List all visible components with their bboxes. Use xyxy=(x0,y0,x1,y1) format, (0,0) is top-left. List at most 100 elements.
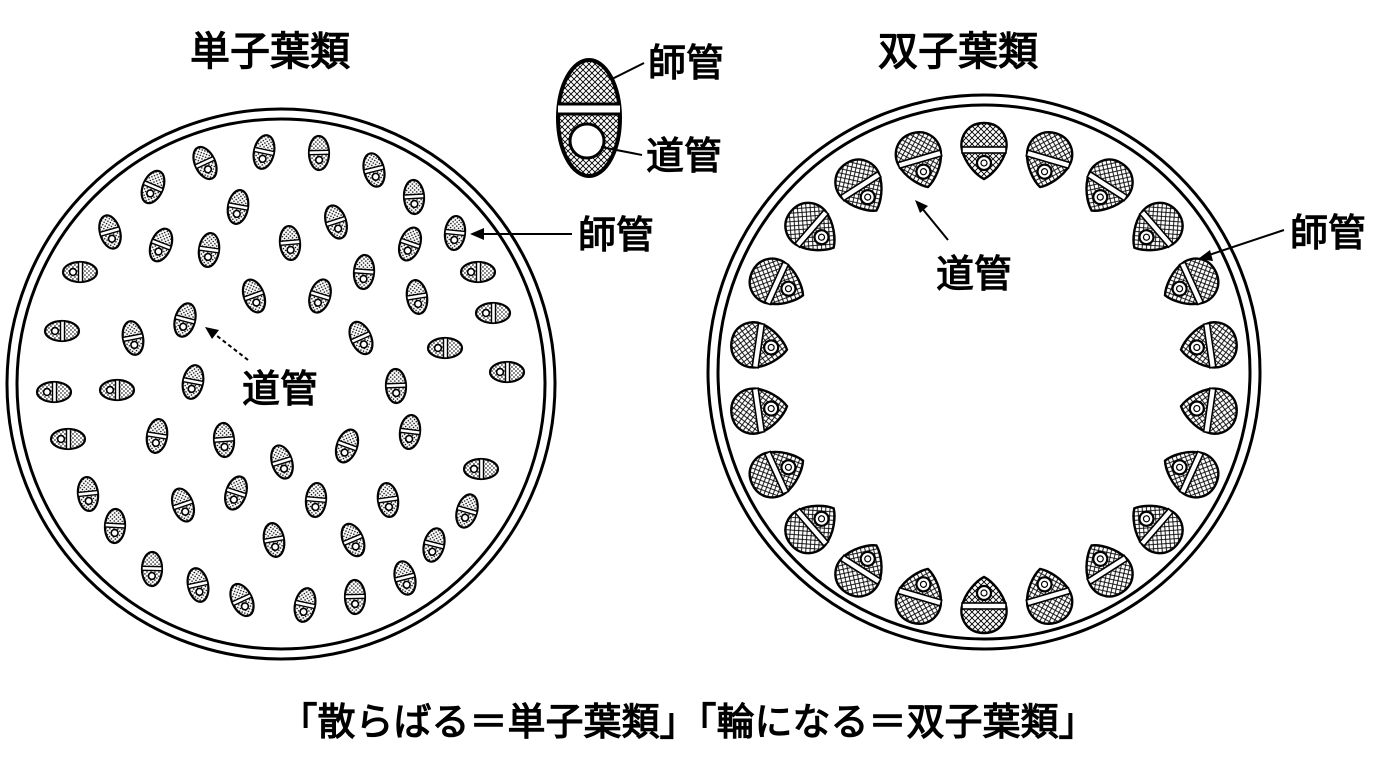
monocot-bundle xyxy=(121,320,145,356)
monocot-bundle xyxy=(192,145,218,181)
monocot-bundle xyxy=(397,226,423,262)
dicot-bundle xyxy=(1163,257,1220,306)
monocot-bundle xyxy=(181,364,205,400)
dicot-bundle xyxy=(1179,387,1238,435)
dicot-vascular-bundles xyxy=(730,121,1238,635)
monocot-bundle xyxy=(76,475,100,513)
monocot-bundle xyxy=(308,278,332,314)
monocot-bundle xyxy=(307,134,331,172)
monocot-bundle xyxy=(324,204,348,240)
dicot-bundle xyxy=(784,201,836,252)
monocot-bundle xyxy=(348,320,374,356)
dicot-stem-outer-ring xyxy=(706,93,1262,651)
dicot-bundle xyxy=(894,131,943,189)
monocot-bundle xyxy=(262,522,286,558)
dicot-phloem-arrow xyxy=(1205,229,1285,257)
dicot-stem-inner-ring xyxy=(716,103,1252,641)
dicot-bundle xyxy=(730,387,789,435)
monocot-bundle xyxy=(140,169,166,205)
monocot-bundle xyxy=(186,567,210,603)
dicot-title: 双子葉類 xyxy=(878,29,1038,75)
monocot-bundle xyxy=(340,522,366,558)
monocot-bundle xyxy=(278,224,302,262)
monocot-bundle xyxy=(212,421,236,459)
monocot-bundle xyxy=(393,560,417,596)
legend-phloem-label: 師管 xyxy=(648,41,725,85)
monocot-bundle xyxy=(197,232,221,268)
monocot-xylem-arrow xyxy=(211,331,249,361)
monocot-bundle xyxy=(173,302,197,338)
monocot-bundle xyxy=(241,278,267,314)
dicot-bundle xyxy=(960,575,1008,635)
monocot-bundle xyxy=(459,260,497,284)
monocot-bundle xyxy=(170,487,196,523)
monocot-bundle xyxy=(474,301,512,325)
dicot-bundle xyxy=(748,257,805,306)
dicot-bundle xyxy=(1132,201,1184,252)
dicot-bundle xyxy=(1132,504,1184,555)
dicot-xylem-arrow xyxy=(920,206,949,241)
monocot-bundle xyxy=(405,279,429,315)
monocot-bundle xyxy=(252,134,276,170)
monocot-bundle xyxy=(352,253,376,291)
dicot-bundle xyxy=(1085,158,1134,212)
monocot-bundle xyxy=(304,481,328,519)
dicot-bundle xyxy=(1163,450,1220,499)
dicot-xylem-arrowhead xyxy=(915,200,928,213)
dicot-bundle xyxy=(730,321,789,369)
monocot-bundle xyxy=(43,319,81,343)
monocot-bundle xyxy=(455,493,479,529)
dicot-bundle xyxy=(1025,131,1074,189)
monocot-bundle xyxy=(343,578,367,616)
monocot-bundle xyxy=(270,444,294,480)
monocot-stem-inner-ring xyxy=(15,117,547,651)
monocot-stem-outer-ring xyxy=(5,107,557,661)
monocot-bundle xyxy=(224,475,248,511)
dicot-xylem-label: 道管 xyxy=(936,252,1013,296)
monocot-bundle xyxy=(140,550,164,588)
monocot-bundle xyxy=(402,178,426,216)
dicot-bundle xyxy=(960,121,1008,181)
dicot-bundle xyxy=(1025,567,1074,625)
monocot-bundle xyxy=(293,587,317,623)
monocot-bundle xyxy=(462,457,500,481)
monocot-bundle xyxy=(103,507,127,545)
dicot-bundle xyxy=(1085,544,1134,598)
summary-caption: 「散らばる＝単子葉類」「輪になる＝双子葉類」 xyxy=(279,700,1097,744)
monocot-bundle xyxy=(145,418,169,454)
monocot-xylem-arrowhead xyxy=(205,327,219,339)
dicot-bundle xyxy=(748,450,805,499)
monocot-bundle xyxy=(35,380,73,404)
monocot-bundle xyxy=(61,260,99,284)
monocot-bundle xyxy=(49,427,87,451)
monocot-bundle xyxy=(334,428,360,464)
legend-xylem-label: 道管 xyxy=(646,134,723,178)
monocot-xylem-label: 道管 xyxy=(242,367,319,411)
dicot-bundle xyxy=(784,504,836,555)
dicot-phloem-label: 師管 xyxy=(1290,211,1367,255)
legend-vascular-bundle xyxy=(556,58,622,178)
monocot-bundle xyxy=(229,582,255,618)
dicot-bundle xyxy=(834,544,883,598)
monocot-bundle xyxy=(488,360,526,384)
monocot-bundle xyxy=(362,152,386,188)
monocot-bundle xyxy=(443,214,467,252)
monocot-bundle xyxy=(422,527,446,563)
monocot-bundle xyxy=(398,413,422,451)
dicot-bundle xyxy=(834,158,883,212)
monocot-phloem-arrowhead xyxy=(470,228,484,240)
monocot-bundle xyxy=(376,482,400,518)
monocot-bundle xyxy=(148,227,174,263)
monocot-bundle xyxy=(98,378,136,402)
legend-phloem-leader xyxy=(611,62,645,80)
monocot-phloem-label: 師管 xyxy=(578,213,655,257)
monocot-bundle xyxy=(98,214,122,250)
dicot-bundle xyxy=(1179,321,1238,369)
dicot-phloem-arrowhead xyxy=(1198,250,1213,261)
monocot-bundle xyxy=(426,336,464,360)
monocot-vascular-bundles xyxy=(35,134,526,623)
legend-xylem-leader xyxy=(600,146,643,156)
monocot-bundle xyxy=(226,189,250,225)
